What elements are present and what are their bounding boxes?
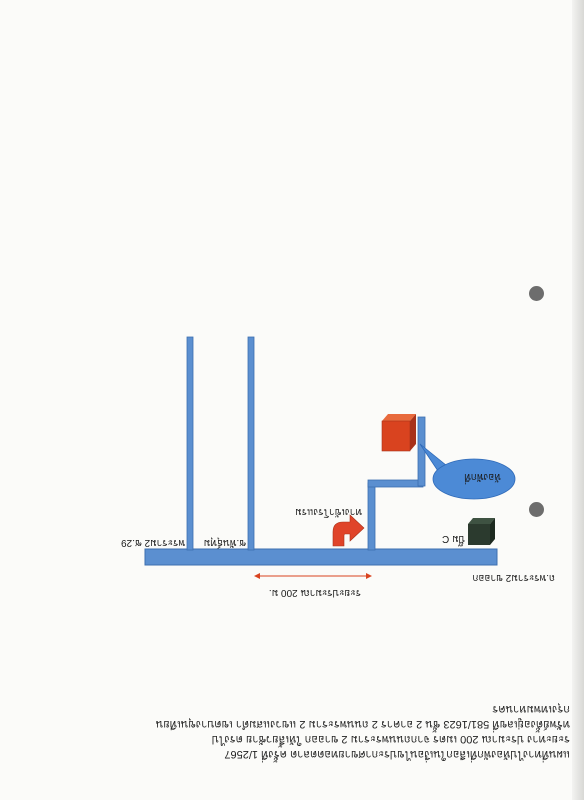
shop-box-icon: [468, 518, 495, 545]
location-note: แผนที่ทางไปห้องพักที่เลือกในเงื่อนไขประก…: [150, 701, 570, 761]
destination-callout: [419, 443, 516, 500]
access-road-vertical: [367, 482, 376, 551]
page-edge-shadow: [572, 0, 584, 800]
turn-label: ทางเข้าโรงแรม: [295, 506, 362, 519]
turn-arrow-icon: [332, 514, 365, 547]
destination-box-icon: [381, 414, 416, 452]
shop-label: ปั๊ม C: [442, 533, 465, 547]
access-road-end: [417, 416, 426, 487]
soi-29-label: พระราม2 ซ.29: [121, 537, 185, 548]
soi-left-label: ซ.พันธุ์ทุม: [204, 537, 246, 549]
destination-label: ห้องพักที่: [464, 471, 501, 485]
punch-hole-lower: [529, 502, 544, 517]
access-road-horizontal: [367, 479, 424, 488]
road-main-label: ถ.พระราม2 ขาออก: [472, 572, 555, 583]
main-road: [144, 548, 498, 566]
note-line-4: กรุงเทพมหานคร: [492, 703, 570, 715]
soi-29-road: [186, 336, 194, 551]
note-line-1: แผนที่ทางไปห้องพักที่เลือกในเงื่อนไขประก…: [224, 748, 570, 760]
note-line-2: ระยะทาง ประมาณ 200 เมตร จากถนนพระราม 2 ข…: [211, 733, 570, 745]
soi-left-road: [247, 336, 255, 551]
note-line-3: ทรัพย์ตั้งอยู่เลขที่ 581/1623 ชั้น 2 อาค…: [155, 718, 570, 730]
distance-indicator: [254, 573, 372, 579]
distance-label: ระยะประมาณ 200 ม.: [269, 587, 361, 598]
punch-hole-upper: [529, 286, 544, 301]
